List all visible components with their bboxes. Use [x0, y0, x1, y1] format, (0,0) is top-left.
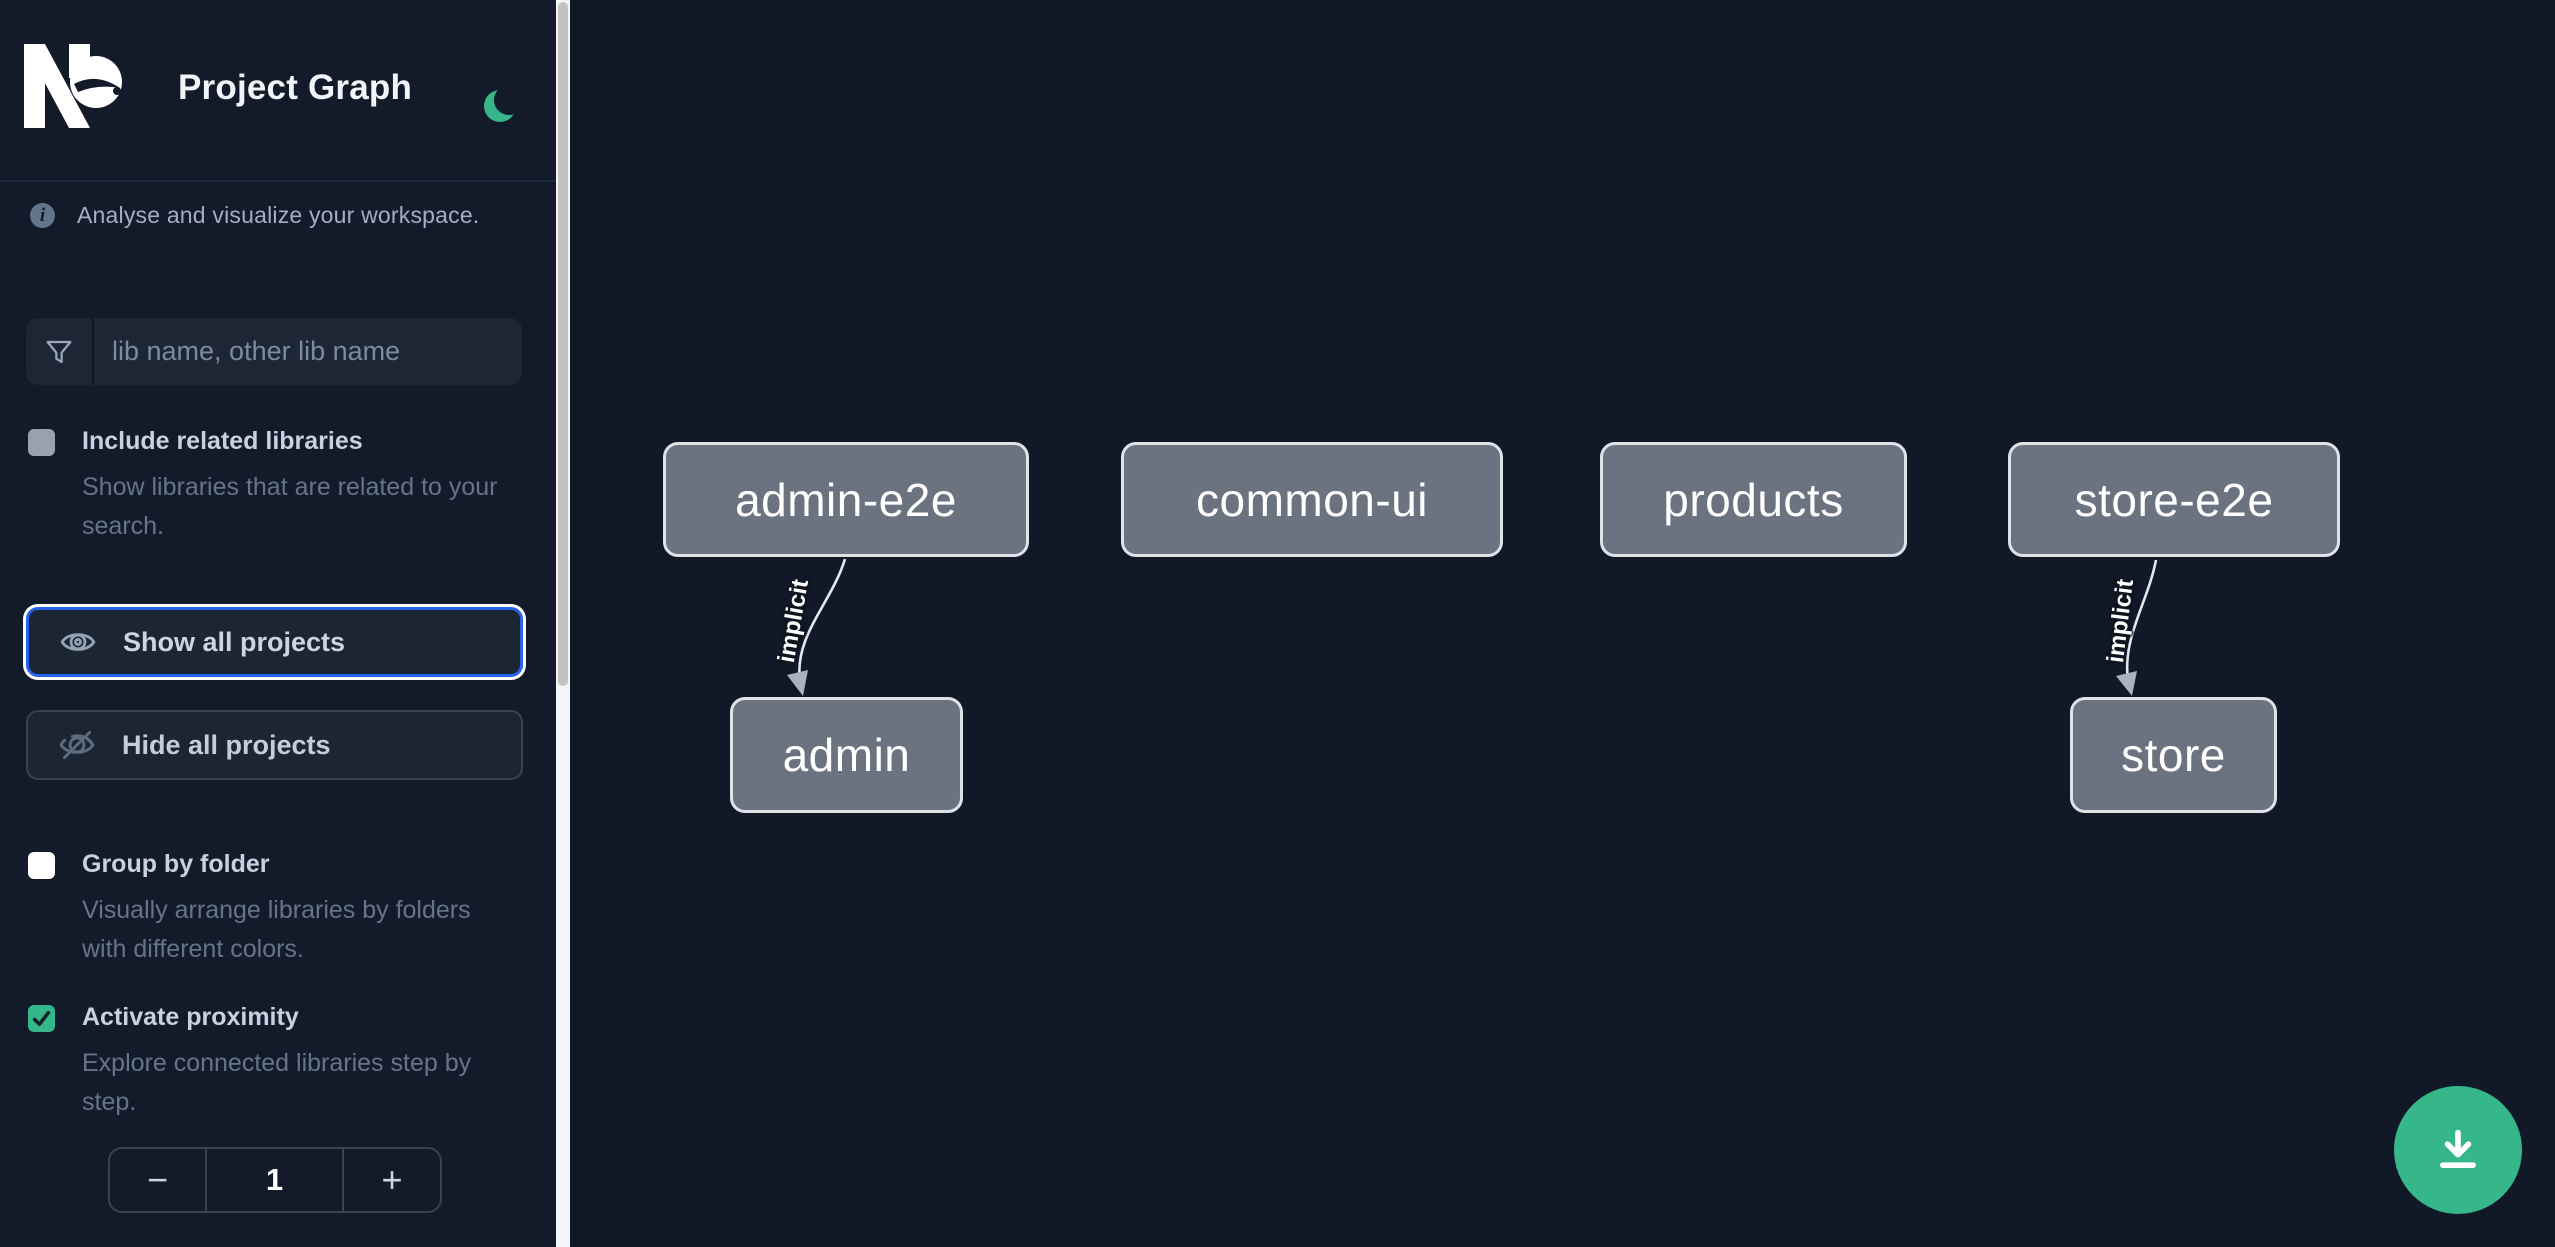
edge-label-implicit[interactable]: implicit — [2101, 577, 2140, 665]
toggle-group-by-folder: Group by folder Visually arrange librari… — [28, 850, 477, 969]
graph-node-admin-e2e[interactable]: admin-e2e — [663, 442, 1029, 557]
eye-off-icon — [59, 730, 95, 760]
graph-node-admin[interactable]: admin — [730, 697, 963, 813]
sidebar-scrollbar-thumb[interactable] — [558, 2, 568, 686]
search-input[interactable] — [94, 318, 522, 385]
filter-icon — [26, 318, 94, 385]
toggle-label: Include related libraries — [82, 427, 363, 455]
proximity-depth-stepper: − 1 + — [108, 1147, 442, 1213]
sidebar-scrollbar-track[interactable] — [556, 0, 570, 1247]
button-label: Hide all projects — [122, 729, 331, 760]
show-all-projects-button[interactable]: Show all projects — [26, 607, 523, 677]
edge-label-implicit[interactable]: implicit — [772, 577, 815, 665]
graph-node-common-ui[interactable]: common-ui — [1121, 442, 1503, 557]
toggle-include-related: Include related libraries Show libraries… — [28, 427, 532, 546]
page-title: Project Graph — [178, 68, 413, 107]
include-related-checkbox[interactable] — [28, 429, 55, 456]
stepper-value: 1 — [265, 1162, 284, 1197]
graph-node-products[interactable]: products — [1600, 442, 1907, 557]
decrement-button[interactable]: − — [110, 1149, 207, 1211]
info-icon: i — [30, 203, 55, 228]
info-text: Analyse and visualize your workspace. — [77, 202, 480, 228]
toggle-label: Group by folder — [82, 850, 270, 878]
toggle-description: Show libraries that are related to your … — [82, 473, 498, 540]
hide-all-projects-button[interactable]: Hide all projects — [26, 710, 523, 780]
theme-toggle-button[interactable] — [462, 66, 524, 122]
graph-edges — [787, 558, 2158, 696]
sidebar-header: Project Graph — [0, 0, 556, 182]
toggle-activate-proximity: Activate proximity Explore connected lib… — [28, 1003, 502, 1122]
graph-node-store[interactable]: store — [2070, 697, 2277, 813]
search-box — [26, 318, 522, 385]
download-graph-button[interactable] — [2394, 1086, 2522, 1214]
group-by-folder-checkbox[interactable] — [28, 852, 55, 879]
increment-button[interactable]: + — [342, 1149, 440, 1211]
sidebar: Project Graph i Analyse and visualize yo… — [0, 0, 570, 1247]
button-label: Show all projects — [123, 626, 346, 657]
eye-icon — [60, 633, 96, 651]
activate-proximity-checkbox[interactable] — [28, 1005, 55, 1032]
download-icon — [2440, 1129, 2476, 1168]
toggle-description: Visually arrange libraries by folders wi… — [82, 896, 471, 963]
checkmark-icon — [32, 1010, 51, 1027]
nx-logo — [24, 44, 122, 128]
workspace-info: i Analyse and visualize your workspace. — [30, 202, 479, 229]
toggle-label: Activate proximity — [82, 1003, 299, 1031]
graph-node-store-e2e[interactable]: store-e2e — [2008, 442, 2340, 557]
project-graph-canvas[interactable]: admin-e2e common-ui products store-e2e a… — [570, 0, 2555, 1247]
toggle-description: Explore connected libraries step by step… — [82, 1049, 472, 1116]
